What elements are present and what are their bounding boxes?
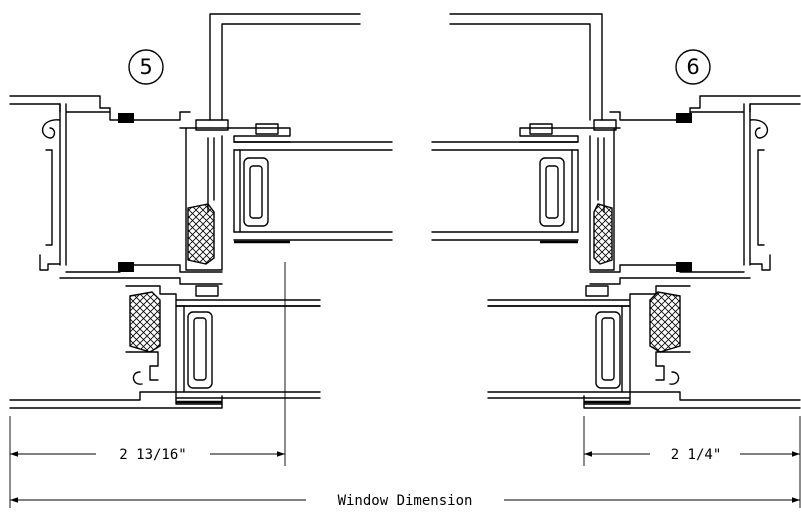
lower-sash-hook [132,371,143,385]
detail-5-section: 5 [9,13,393,409]
glazing-gasket-lower [129,291,161,353]
dimension-lines: 2 13/16" 2 1/4" Window Dimension [9,262,801,509]
outer-frame-bottom-right [583,391,801,409]
weatherstrip-bottom-right [676,262,692,272]
spacer-lower-right [595,311,621,389]
outer-frame-sill [39,254,223,273]
insulated-glass-upper-right [431,141,579,241]
detail-6-section: 6 [431,13,801,409]
spacer-upper [243,157,269,227]
frame-hook-clip-right [749,119,769,139]
weatherstrip-top-left [118,113,134,123]
glazing-gasket-upper-right [593,203,613,265]
window-dimension-label: Window Dimension [338,493,473,509]
insulated-glass-upper [233,141,393,241]
detail-6-circle [675,49,711,85]
detail-5-number: 5 [139,55,152,79]
insulated-glass-lower [175,305,321,399]
insulated-glass-lower-right [487,305,631,399]
glazing-gasket-upper [187,203,215,265]
glazing-gasket-lower-right [649,291,681,353]
detail-5-circle [128,49,164,85]
outer-frame-web [59,103,111,266]
dimension-6-label: 2 1/4" [671,447,722,463]
weatherstrip-top-right [676,113,692,123]
spacer-lower [187,311,213,389]
wall-board-top-right [449,13,603,121]
weatherstrip-bottom-left [118,262,134,272]
outer-frame-head-right [609,95,801,121]
spacer-upper-right [539,157,565,227]
outer-frame-bottom [9,391,223,409]
dimension-5-label: 2 13/16" [119,447,186,463]
outer-frame-head [9,95,191,121]
wall-board-top-left [209,13,361,121]
frame-hook-clip [41,119,61,139]
detail-6-number: 6 [686,55,699,79]
